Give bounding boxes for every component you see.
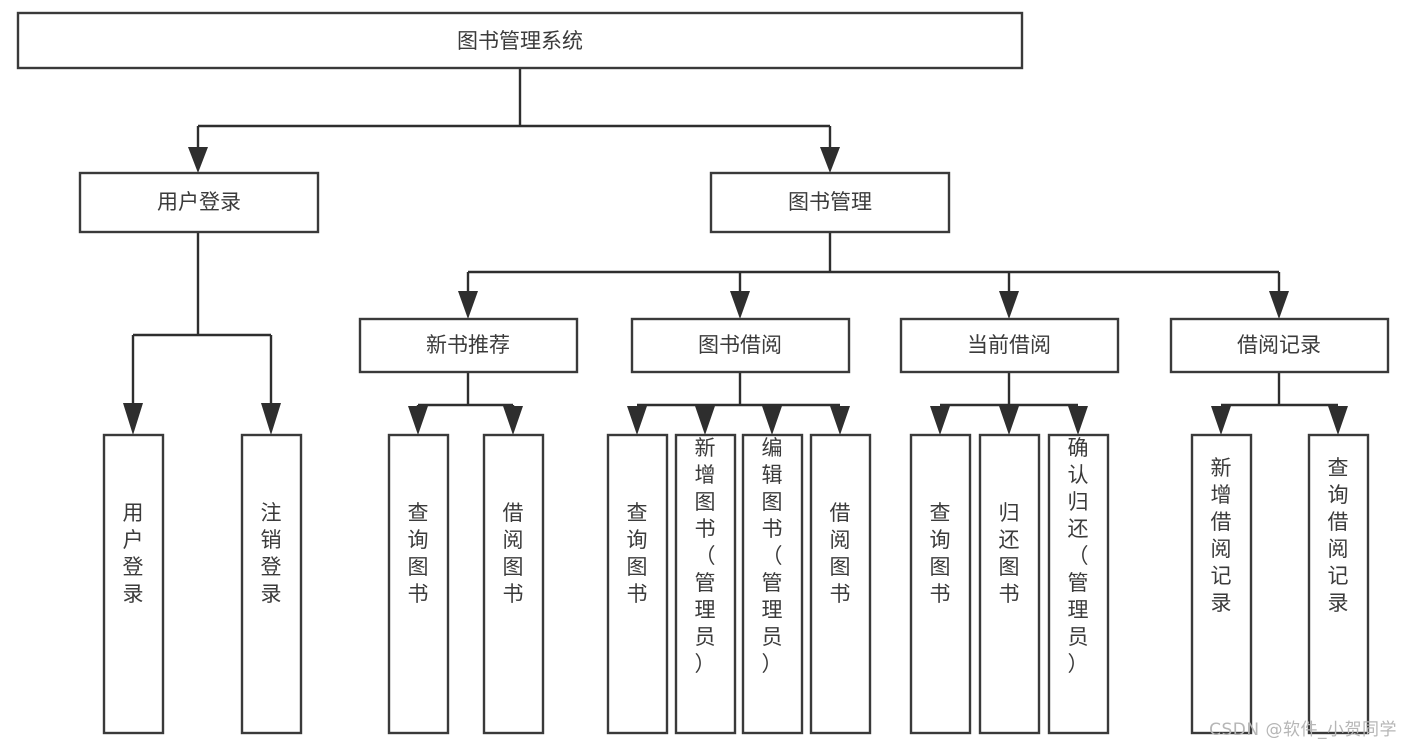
- node-leaf-edit-book-box[interactable]: [741, 433, 804, 735]
- arrowhead-leaf-query-record: [1328, 406, 1348, 435]
- node-leaf-borrow-book-2-label: 借阅图书: [830, 501, 851, 606]
- node-leaf-user-login-box[interactable]: [102, 433, 165, 735]
- node-leaf-confirm-return[interactable]: 确认归还（管理员）: [1047, 433, 1110, 735]
- node-leaf-query-book-3[interactable]: 查询图书: [909, 433, 972, 735]
- arrowhead-book-borrow: [730, 291, 750, 319]
- arrowhead-leaf-user-login: [123, 403, 143, 435]
- arrowhead-leaf-return-book: [999, 406, 1019, 435]
- node-borrow-record-label: 借阅记录: [1237, 333, 1321, 357]
- node-leaf-add-record-box[interactable]: [1190, 433, 1253, 735]
- arrowhead-borrow-record: [1269, 291, 1289, 319]
- node-book-management[interactable]: 图书管理: [709, 171, 951, 234]
- arrowhead-leaf-borrow-book-1: [503, 406, 523, 435]
- node-leaf-confirm-return-label: 确认归还（管理员）: [1068, 436, 1089, 676]
- arrowhead-leaf-logout-login: [261, 403, 281, 435]
- node-user-login-box[interactable]: [78, 171, 320, 234]
- node-leaf-query-book-1[interactable]: 查询图书: [387, 433, 450, 735]
- node-leaf-logout-login-box[interactable]: [240, 433, 303, 735]
- node-current-borrow-label: 当前借阅: [967, 333, 1051, 357]
- node-leaf-query-book-2-label: 查询图书: [627, 501, 648, 606]
- node-leaf-add-record-label: 新增借阅记录: [1211, 456, 1232, 615]
- node-leaf-user-login-label: 用户登录: [123, 501, 144, 606]
- node-book-borrow-box[interactable]: [630, 317, 851, 374]
- node-borrow-record[interactable]: 借阅记录: [1169, 317, 1390, 374]
- node-leaf-borrow-book-1-label: 借阅图书: [503, 501, 524, 606]
- node-leaf-add-book-label: 新增图书（管理员）: [695, 436, 716, 676]
- arrowhead-book-management: [820, 147, 840, 173]
- csdn-watermark: CSDN @软件_小贺同学: [1209, 720, 1397, 740]
- node-current-borrow[interactable]: 当前借阅: [899, 317, 1120, 374]
- node-leaf-query-book-1-label: 查询图书: [408, 501, 429, 606]
- node-user-login-label: 用户登录: [157, 190, 241, 214]
- arrowhead-leaf-confirm-return: [1068, 406, 1088, 435]
- node-leaf-edit-book-label: 编辑图书（管理员）: [762, 436, 783, 676]
- arrowhead-leaf-edit-book: [762, 406, 782, 435]
- node-leaf-query-book-3-box[interactable]: [909, 433, 972, 735]
- connector-layer: [123, 68, 1348, 435]
- node-leaf-query-record-label: 查询借阅记录: [1328, 456, 1349, 615]
- node-leaf-borrow-book-1-box[interactable]: [482, 433, 545, 735]
- node-leaf-return-book-box[interactable]: [978, 433, 1041, 735]
- arrowhead-new-book-recommend: [458, 291, 478, 319]
- node-leaf-borrow-book-2-box[interactable]: [809, 433, 872, 735]
- node-book-management-label: 图书管理: [788, 190, 872, 214]
- node-leaf-return-book[interactable]: 归还图书: [978, 433, 1041, 735]
- node-current-borrow-box[interactable]: [899, 317, 1120, 374]
- node-leaf-add-book-box[interactable]: [674, 433, 737, 735]
- node-book-borrow[interactable]: 图书借阅: [630, 317, 851, 374]
- arrowhead-leaf-query-book-2: [627, 406, 647, 435]
- node-borrow-record-box[interactable]: [1169, 317, 1390, 374]
- node-leaf-query-record-box[interactable]: [1307, 433, 1370, 735]
- node-leaf-query-book-1-box[interactable]: [387, 433, 450, 735]
- arrowhead-leaf-add-record: [1211, 406, 1231, 435]
- arrowhead-leaf-query-book-1: [408, 406, 428, 435]
- node-leaf-add-record[interactable]: 新增借阅记录: [1190, 433, 1253, 735]
- node-root[interactable]: 图书管理系统: [16, 11, 1024, 70]
- node-root-label: 图书管理系统: [457, 29, 583, 53]
- arrowhead-leaf-borrow-book-2: [830, 406, 850, 435]
- node-leaf-query-book-2[interactable]: 查询图书: [606, 433, 669, 735]
- node-user-login[interactable]: 用户登录: [78, 171, 320, 234]
- node-leaf-add-book[interactable]: 新增图书（管理员）: [674, 433, 737, 735]
- arrowhead-leaf-add-book: [695, 406, 715, 435]
- node-leaf-return-book-label: 归还图书: [999, 501, 1020, 606]
- node-leaf-confirm-return-box[interactable]: [1047, 433, 1110, 735]
- node-leaf-borrow-book-1[interactable]: 借阅图书: [482, 433, 545, 735]
- arrowhead-current-borrow: [999, 291, 1019, 319]
- node-book-borrow-label: 图书借阅: [698, 333, 782, 357]
- node-leaf-edit-book[interactable]: 编辑图书（管理员）: [741, 433, 804, 735]
- node-leaf-logout-login[interactable]: 注销登录: [240, 433, 303, 735]
- arrowhead-user-login: [188, 147, 208, 173]
- node-leaf-user-login[interactable]: 用户登录: [102, 433, 165, 735]
- node-new-book-recommend-label: 新书推荐: [426, 333, 510, 357]
- node-new-book-recommend[interactable]: 新书推荐: [358, 317, 579, 374]
- arrowhead-leaf-query-book-3: [930, 406, 950, 435]
- node-leaf-logout-login-label: 注销登录: [261, 501, 282, 606]
- node-leaf-query-record[interactable]: 查询借阅记录: [1307, 433, 1370, 735]
- node-root-box[interactable]: [16, 11, 1024, 70]
- node-book-management-box[interactable]: [709, 171, 951, 234]
- node-leaf-query-book-2-box[interactable]: [606, 433, 669, 735]
- node-leaf-borrow-book-2[interactable]: 借阅图书: [809, 433, 872, 735]
- node-new-book-recommend-box[interactable]: [358, 317, 579, 374]
- node-leaf-query-book-3-label: 查询图书: [930, 501, 951, 606]
